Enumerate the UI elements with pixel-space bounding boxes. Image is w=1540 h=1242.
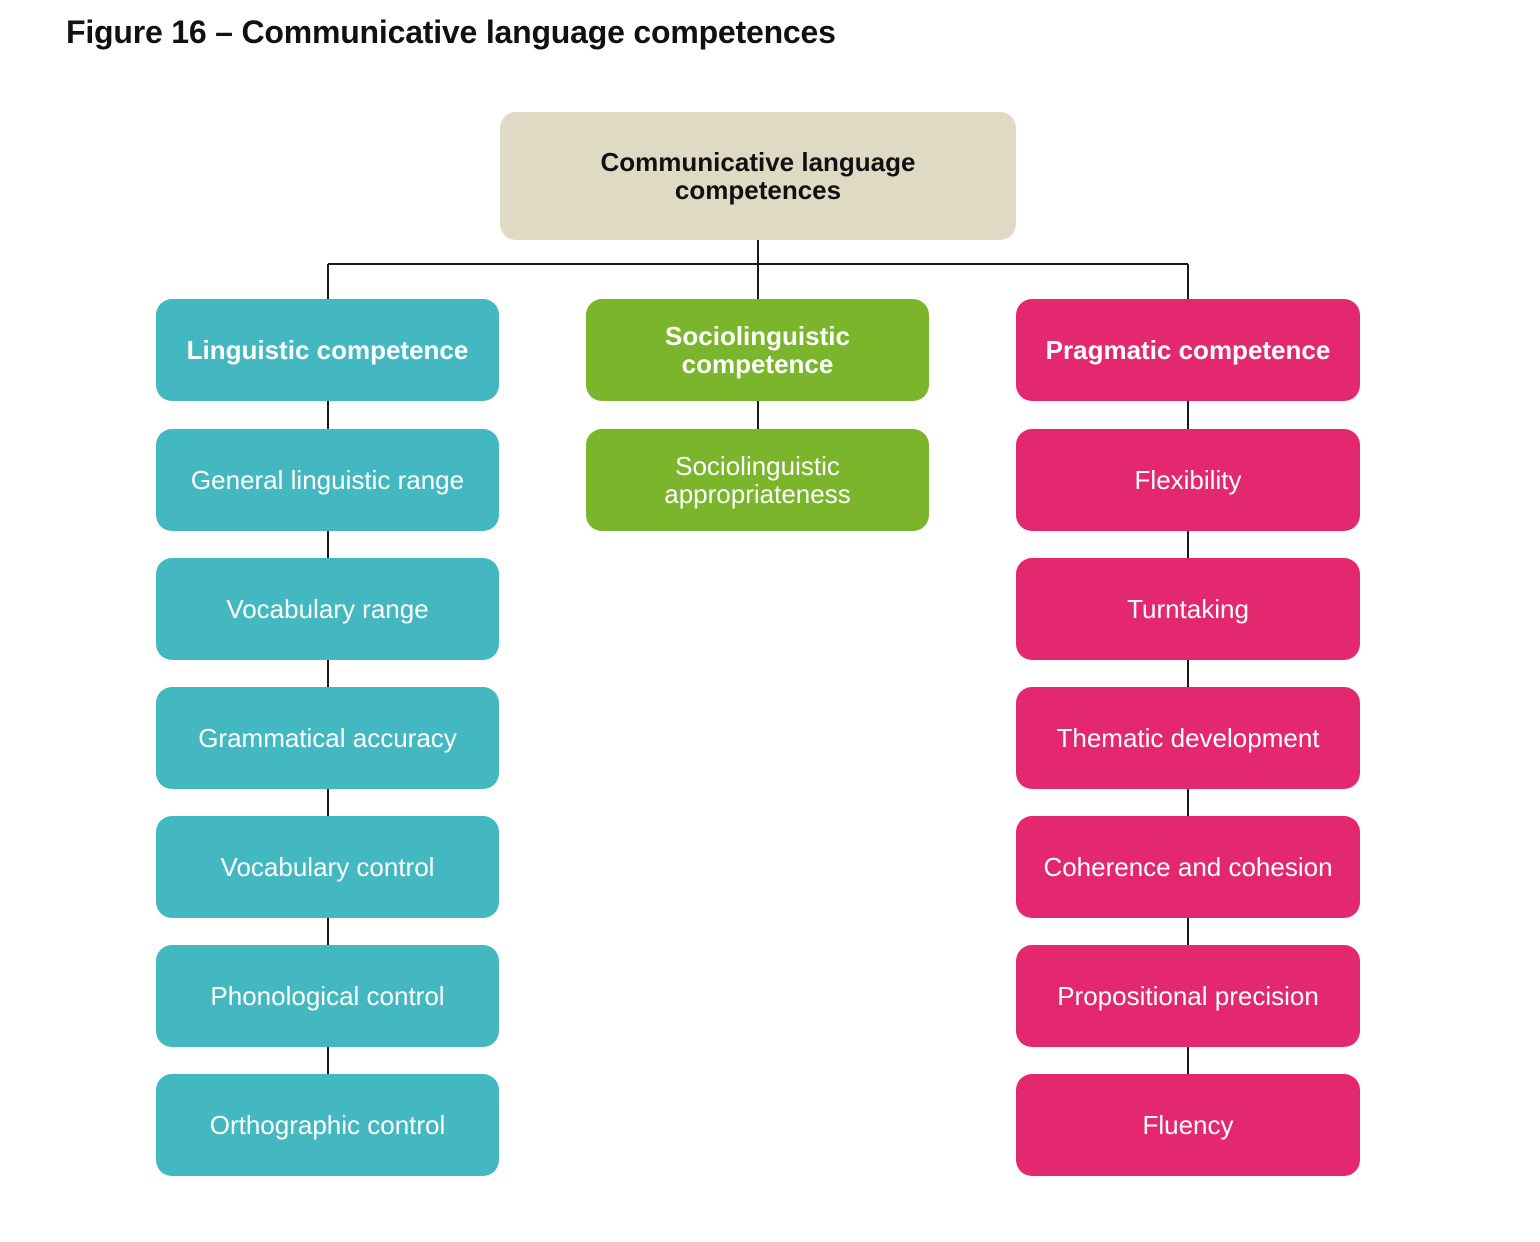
pragmatic-competence-node: Pragmatic competence — [1016, 299, 1360, 401]
linguistic-item-node: Orthographic control — [156, 1074, 499, 1176]
root-node-label: Communicative language competences — [600, 147, 916, 205]
pragmatic-item-node: Propositional precision — [1016, 945, 1360, 1047]
linguistic-item-node: Phonological control — [156, 945, 499, 1047]
pragmatic-item-node: Fluency — [1016, 1074, 1360, 1176]
pragmatic-item-label: Thematic development — [1056, 723, 1320, 753]
figure-title: Figure 16 – Communicative language compe… — [66, 14, 836, 50]
sociolinguistic-competence-label: Sociolinguistic competence — [665, 321, 850, 379]
linguistic-competence-node: Linguistic competence — [156, 299, 499, 401]
linguistic-item-label: Phonological control — [210, 981, 445, 1011]
pragmatic-item-node: Turntaking — [1016, 558, 1360, 660]
linguistic-item-label: General linguistic range — [190, 465, 465, 495]
pragmatic-item-node: Coherence and cohesion — [1016, 816, 1360, 918]
root-node: Communicative language competences — [500, 112, 1016, 240]
linguistic-item-node: Vocabulary control — [156, 816, 499, 918]
linguistic-competence-label: Linguistic competence — [186, 335, 469, 365]
linguistic-item-label: Grammatical accuracy — [198, 723, 457, 753]
pragmatic-competence-label: Pragmatic competence — [1045, 335, 1331, 365]
linguistic-item-label: Vocabulary control — [220, 852, 435, 882]
pragmatic-item-label: Propositional precision — [1057, 981, 1319, 1011]
linguistic-item-label: Vocabulary range — [226, 594, 429, 624]
sociolinguistic-item-label: Sociolinguistic appropriateness — [664, 451, 851, 509]
pragmatic-item-label: Flexibility — [1134, 465, 1242, 495]
pragmatic-item-node: Thematic development — [1016, 687, 1360, 789]
linguistic-item-node: Grammatical accuracy — [156, 687, 499, 789]
pragmatic-item-node: Flexibility — [1016, 429, 1360, 531]
linguistic-item-node: Vocabulary range — [156, 558, 499, 660]
sociolinguistic-item-node: Sociolinguistic appropriateness — [586, 429, 929, 531]
pragmatic-item-label: Coherence and cohesion — [1043, 852, 1333, 882]
linguistic-item-label: Orthographic control — [209, 1110, 446, 1140]
sociolinguistic-competence-node: Sociolinguistic competence — [586, 299, 929, 401]
linguistic-item-node: General linguistic range — [156, 429, 499, 531]
pragmatic-item-label: Fluency — [1142, 1110, 1234, 1140]
pragmatic-item-label: Turntaking — [1127, 594, 1249, 624]
